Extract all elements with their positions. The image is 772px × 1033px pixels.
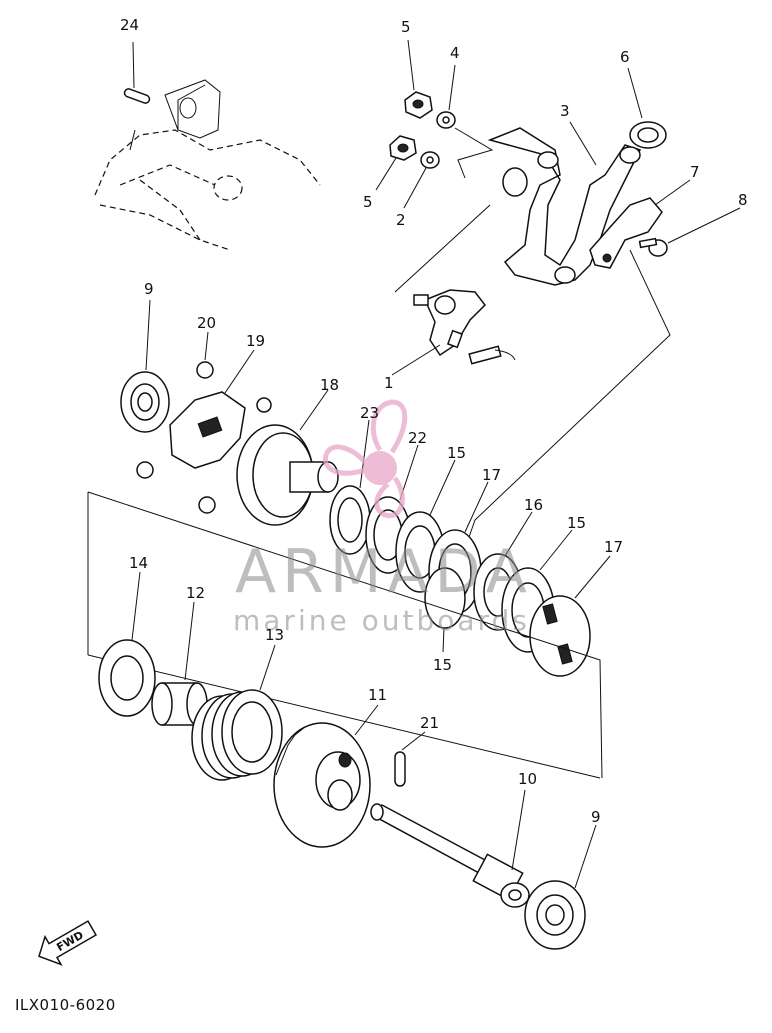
label-15-upper: 15: [447, 444, 466, 462]
part-21-pin: [394, 731, 426, 787]
part-15-washer-b: [424, 567, 466, 653]
label-10: 10: [518, 770, 537, 788]
label-21: 21: [420, 714, 439, 732]
leader-plate-link: [467, 249, 671, 541]
label-18: 18: [320, 376, 339, 394]
watermark-tagline: marine outboards: [233, 604, 530, 637]
label-17-right: 17: [604, 538, 623, 556]
housing-outline: [94, 79, 321, 251]
part-3-shift-lever: [487, 121, 642, 286]
part-24-pin: [123, 41, 151, 104]
leader-lever-link: [394, 204, 491, 293]
label-6: 6: [620, 48, 630, 66]
part-2-washer: [403, 151, 440, 209]
label-13: 13: [265, 626, 284, 644]
label-9-lower: 9: [591, 808, 601, 826]
part-4-washer: [436, 64, 456, 129]
part-18-gear: [236, 389, 339, 526]
label-3: 3: [560, 102, 570, 120]
part-8-screw: [638, 207, 741, 257]
label-19: 19: [246, 332, 265, 350]
drawing-code: ILX010-6020: [15, 996, 116, 1014]
label-5-upper: 5: [401, 18, 411, 36]
part-7-plate: [589, 179, 691, 269]
part-19-spider: [169, 349, 255, 469]
label-5-lower: 5: [363, 193, 373, 211]
part-23-ring: [329, 419, 371, 555]
label-11: 11: [368, 686, 387, 704]
part-5-nut-upper: [404, 39, 433, 119]
label-2: 2: [396, 211, 406, 229]
label-15-right: 15: [567, 514, 586, 532]
leader-washers: [454, 127, 494, 179]
label-15-lower: 15: [433, 656, 452, 674]
bracket-bottom: [87, 654, 601, 779]
part-5-nut-lower: [375, 135, 417, 191]
part-10-shaft: [370, 789, 530, 908]
selector-bolt: [468, 345, 516, 365]
label-24: 24: [120, 16, 139, 34]
label-8: 8: [738, 191, 748, 209]
part-14-seal: [98, 571, 156, 717]
label-23: 23: [360, 404, 379, 422]
part-1-selector-plate: [391, 289, 486, 376]
part-12-bushing: [151, 601, 208, 726]
bracket-top: [87, 491, 603, 779]
watermark-brand: ARMADA: [235, 537, 533, 607]
label-9-upper: 9: [144, 280, 154, 298]
label-17-upper: 17: [482, 466, 501, 484]
part-9-bearing-lower: [524, 824, 597, 950]
part-13-spring: [191, 644, 283, 781]
part-20-balls: [136, 331, 272, 514]
part-number-labels: 24 5 4 3 6 7 8 5 2 9 20 19 1 18 23 22 15…: [120, 16, 748, 826]
label-12: 12: [186, 584, 205, 602]
fwd-arrow-icon: FWD: [38, 920, 98, 966]
part-9-bearing-upper: [120, 299, 170, 433]
label-22: 22: [408, 429, 427, 447]
label-1: 1: [384, 374, 394, 392]
label-16: 16: [524, 496, 543, 514]
watermark-logo-icon: [323, 399, 408, 519]
label-4: 4: [450, 44, 460, 62]
part-17-coupling-b: [529, 555, 611, 677]
label-14: 14: [129, 554, 148, 572]
part-11-gear: [273, 704, 379, 848]
part-6-seal: [627, 67, 667, 149]
label-7: 7: [690, 163, 700, 181]
label-20: 20: [197, 314, 216, 332]
